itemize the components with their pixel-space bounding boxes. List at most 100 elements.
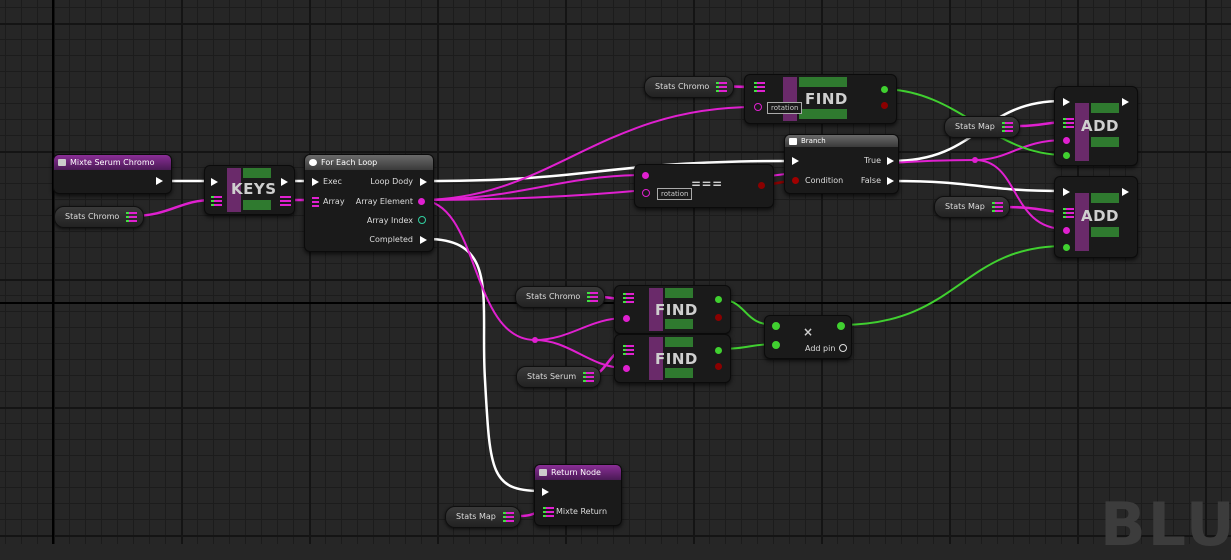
map-in-pin-icon[interactable] — [623, 293, 634, 303]
false-label: False — [860, 176, 881, 185]
multiply-node[interactable]: × Add pin — [764, 315, 852, 359]
map-pin-icon[interactable] — [126, 212, 138, 222]
true-out-pin[interactable] — [887, 157, 894, 165]
key-in-pin[interactable] — [623, 315, 630, 322]
function-icon — [539, 469, 547, 476]
value-in-pin[interactable] — [1063, 152, 1070, 159]
loop-icon — [309, 159, 317, 166]
node-label: FIND — [655, 301, 698, 319]
return-node[interactable]: Return Node Mixte Return — [534, 464, 622, 526]
value-out-pin[interactable] — [715, 296, 722, 303]
map-in-pin-icon[interactable] — [754, 82, 765, 92]
mixte-return-label: Mixte Return — [556, 507, 608, 516]
map-in-pin-icon[interactable] — [1063, 118, 1074, 128]
variable-label: Stats Map — [456, 512, 496, 521]
b-in-pin[interactable] — [772, 341, 780, 349]
node-label: === — [691, 177, 723, 191]
array-in-pin-icon[interactable] — [312, 197, 323, 207]
a-in-pin[interactable] — [772, 322, 780, 330]
equals-node[interactable]: rotation === — [634, 164, 774, 208]
node-label: FIND — [805, 90, 848, 108]
array-label: Array — [323, 197, 345, 206]
result-out-pin[interactable] — [837, 322, 845, 330]
find-node[interactable]: FIND — [614, 285, 731, 334]
key-in-pin[interactable] — [1063, 137, 1070, 144]
loop-body-label: Loop Dody — [370, 177, 413, 186]
add-node[interactable]: ADD — [1054, 86, 1138, 166]
map-in-pin-icon[interactable] — [543, 507, 554, 517]
key-in-pin[interactable] — [1063, 227, 1070, 234]
add-pin-button[interactable] — [839, 344, 847, 352]
add-pin-label: Add pin — [805, 344, 836, 353]
blueprint-watermark: BLU — [1100, 490, 1231, 560]
mixte-serum-chromo-node[interactable]: Mixte Serum Chromo — [53, 154, 172, 194]
find-node[interactable]: rotation FIND — [744, 74, 897, 124]
for-each-loop-node[interactable]: For Each Loop Exec Array Loop Dody Array… — [304, 154, 434, 252]
exec-in-pin[interactable] — [312, 178, 319, 186]
map-pin-icon[interactable] — [1001, 122, 1013, 132]
map-pin-icon[interactable] — [583, 372, 595, 382]
exec-in-pin[interactable] — [211, 178, 218, 186]
stats-chromo-variable[interactable]: Stats Chromo — [644, 76, 735, 98]
found-out-pin[interactable] — [881, 102, 888, 109]
exec-in-pin[interactable] — [1063, 98, 1070, 106]
false-out-pin[interactable] — [887, 177, 894, 185]
exec-in-pin[interactable] — [1063, 188, 1070, 196]
array-element-label: Array Element — [355, 197, 413, 206]
b-in-pin[interactable] — [642, 189, 650, 197]
exec-out-pin[interactable] — [156, 177, 163, 185]
rotation-input[interactable]: rotation — [657, 188, 693, 200]
array-index-label: Array Index — [366, 216, 413, 225]
multiply-icon: × — [803, 325, 814, 339]
exec-label: Exec — [323, 177, 342, 186]
value-in-pin[interactable] — [1063, 244, 1070, 251]
array-index-out-pin[interactable] — [418, 216, 426, 224]
rotation-input[interactable]: rotation — [767, 102, 803, 114]
add-node[interactable]: ADD — [1054, 176, 1138, 258]
node-title: Branch — [801, 137, 826, 145]
array-out-pin-icon[interactable] — [280, 196, 291, 206]
exec-in-pin[interactable] — [542, 488, 549, 496]
stats-map-variable[interactable]: Stats Map — [445, 506, 521, 528]
condition-label: Condition — [805, 176, 844, 185]
value-out-pin[interactable] — [715, 347, 722, 354]
variable-label: Stats Map — [945, 202, 985, 211]
map-pin-icon[interactable] — [716, 82, 728, 92]
result-out-pin[interactable] — [758, 182, 765, 189]
map-in-pin-icon[interactable] — [623, 345, 634, 355]
map-pin-icon[interactable] — [991, 202, 1003, 212]
stats-map-variable[interactable]: Stats Map — [934, 196, 1010, 218]
keys-node[interactable]: KEYS — [204, 165, 295, 215]
node-title: For Each Loop — [321, 158, 378, 167]
exec-in-pin[interactable] — [792, 157, 799, 165]
key-in-pin[interactable] — [623, 365, 630, 372]
node-label: FIND — [655, 350, 698, 368]
map-in-pin-icon[interactable] — [211, 196, 222, 206]
node-title: Return Node — [551, 468, 601, 477]
map-pin-icon[interactable] — [587, 292, 599, 302]
found-out-pin[interactable] — [715, 314, 722, 321]
graph-origin-vertical-line — [52, 0, 54, 544]
array-element-out-pin[interactable] — [418, 198, 425, 205]
loop-body-out-pin[interactable] — [420, 178, 427, 186]
branch-node[interactable]: Branch Condition True False — [784, 134, 899, 194]
stats-serum-variable[interactable]: Stats Serum — [516, 366, 602, 388]
condition-in-pin[interactable] — [792, 177, 799, 184]
stats-chromo-variable[interactable]: Stats Chromo — [54, 206, 145, 228]
stats-map-variable[interactable]: Stats Map — [944, 116, 1020, 138]
map-in-pin-icon[interactable] — [1063, 208, 1074, 218]
stats-chromo-variable[interactable]: Stats Chromo — [515, 286, 606, 308]
exec-out-pin[interactable] — [1122, 188, 1129, 196]
variable-label: Stats Chromo — [655, 82, 710, 91]
key-in-pin[interactable] — [754, 103, 762, 111]
completed-out-pin[interactable] — [420, 236, 427, 244]
found-out-pin[interactable] — [715, 363, 722, 370]
find-node[interactable]: FIND — [614, 334, 731, 383]
value-out-pin[interactable] — [881, 86, 888, 93]
exec-out-pin[interactable] — [1122, 98, 1129, 106]
map-pin-icon[interactable] — [502, 512, 514, 522]
exec-out-pin[interactable] — [281, 178, 288, 186]
function-icon — [58, 159, 66, 166]
a-in-pin[interactable] — [642, 172, 649, 179]
graph-canvas[interactable] — [0, 0, 1231, 544]
